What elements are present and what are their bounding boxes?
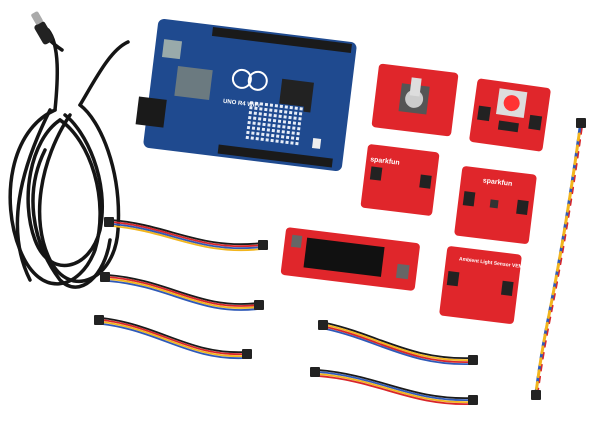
usb-c-connector — [31, 11, 54, 45]
qwiic-cable-3 — [101, 317, 247, 360]
accelerometer-board: sparkfun — [360, 144, 440, 216]
qwiic-cable-1 — [111, 219, 263, 252]
rotary-encoder-board — [371, 63, 459, 137]
led-button-board — [469, 78, 551, 152]
usb-cable — [8, 25, 130, 289]
qwiic-cable-2 — [107, 274, 259, 311]
qwiic-connectors — [94, 118, 586, 405]
arduino-uno-r4-wifi-board: UNO R4 WiFi — [135, 18, 357, 172]
environmental-sensor-board: sparkfun — [454, 166, 537, 244]
qwiic-cable-5 — [317, 369, 473, 405]
sparkfun-label-2: sparkfun — [482, 177, 512, 188]
oled-display-board — [280, 227, 420, 291]
ambient-light-sensor-board: Ambient Light Sensor VEML6030 — [439, 246, 537, 324]
arduino-board-label: UNO R4 WiFi — [223, 99, 261, 109]
long-twisted-qwiic-cable — [534, 126, 583, 394]
qwiic-cable-4 — [325, 322, 473, 365]
sparkfun-label: sparkfun — [370, 156, 400, 167]
